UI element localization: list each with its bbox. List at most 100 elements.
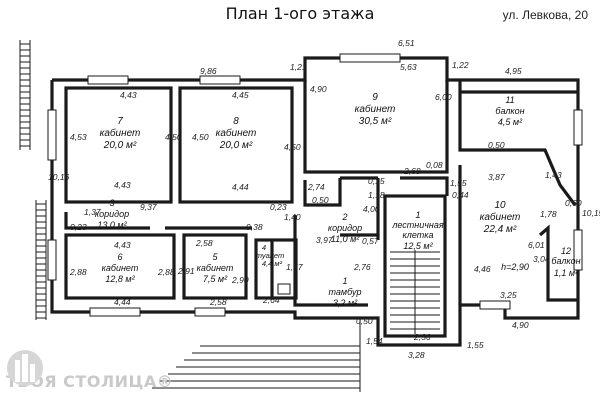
- dimension-label: 4,43: [114, 180, 131, 190]
- room-7-name: кабинет: [100, 127, 141, 139]
- stairwell-name2: клетка: [403, 230, 434, 240]
- dimension-label: 0,44: [452, 190, 469, 200]
- logo-icon: [7, 350, 43, 386]
- dimension-label: 6,00: [435, 92, 452, 102]
- room-4-area: 4,4 м²: [262, 259, 283, 268]
- room-1-area: 3,2 м²: [333, 298, 358, 308]
- room-5-name: кабинет: [197, 263, 234, 273]
- room-3-area: 13,0 м²: [97, 220, 127, 230]
- plan-title: План 1-ого этажа: [225, 4, 375, 23]
- dimension-label: 3,87: [488, 172, 505, 182]
- dimension-label: 1,43: [545, 170, 562, 180]
- room-1-num: 1: [342, 276, 347, 286]
- room-9-name: кабинет: [355, 103, 396, 115]
- dimension-label: 2,91: [177, 266, 195, 276]
- room-9-num: 9: [372, 92, 378, 103]
- room-12-area: 1,1 м²: [554, 268, 579, 278]
- room-12-name: балкон: [551, 256, 580, 266]
- dimension-label: 0,15: [368, 176, 385, 186]
- dimension-label: 2,88: [157, 267, 175, 277]
- room-10-name: кабинет: [480, 211, 521, 223]
- dimension-label: 1,55: [467, 340, 484, 350]
- room-3-name: коридор: [95, 209, 129, 219]
- logo: ТВОЯ СТОЛИЦА®: [6, 346, 173, 391]
- windows: [47, 53, 583, 317]
- dimension-label: 4,46: [474, 264, 491, 274]
- dimension-label: 4,53: [70, 132, 87, 142]
- dimension-label: 0,23: [70, 222, 87, 232]
- dimension-label: 4,50: [192, 132, 209, 142]
- dimension-label: 6,51: [398, 38, 415, 48]
- dimension-label: 2,90: [231, 275, 249, 285]
- room-8-area: 20,0 м²: [219, 140, 253, 151]
- dimension-label: 2,58: [195, 238, 213, 248]
- stairwell-num: 1: [415, 210, 420, 220]
- dimension-label: 4,50: [284, 142, 301, 152]
- address-label: ул. Левкова, 20: [502, 8, 588, 22]
- dimension-label: 5,63: [400, 62, 417, 72]
- exterior-ladder-left: [19, 40, 47, 320]
- dimension-label: 2,68: [403, 166, 421, 176]
- dimension-label: 0,50: [488, 140, 505, 150]
- dimension-label: 4,43: [114, 240, 131, 250]
- room-2-area: 11,0 м²: [331, 234, 361, 244]
- room-5-num: 5: [212, 252, 218, 262]
- room-12-num: 12: [561, 246, 571, 256]
- room-8-num: 8: [233, 116, 239, 127]
- dimension-label: 9,37: [140, 202, 157, 212]
- dimension-label: 2,76: [353, 262, 371, 272]
- room-10-num: 10: [494, 200, 506, 211]
- dimension-label: 4,00: [363, 204, 380, 214]
- dimension-label: 10,15: [582, 208, 600, 218]
- room-9-area: 30,5 м²: [359, 116, 392, 127]
- dimension-label: 0,50: [312, 195, 329, 205]
- room-7-num: 7: [117, 116, 123, 127]
- dimension-label: 1,54: [366, 336, 383, 346]
- dimension-label: 0,57: [362, 236, 379, 246]
- room-10-height: h=2,90: [501, 262, 529, 272]
- dimension-label: 0,60: [565, 198, 582, 208]
- dimension-label: 2,64: [262, 295, 280, 305]
- room-3-num: 3: [109, 198, 114, 208]
- dimension-label: 2,58: [209, 297, 227, 307]
- dimension-label: 4,44: [114, 297, 131, 307]
- stairwell-area: 12,5 м²: [403, 241, 433, 251]
- room-6-num: 6: [117, 252, 122, 262]
- room-2-name: коридор: [328, 223, 362, 233]
- dimension-label: 6,01: [528, 240, 545, 250]
- dimension-label: 4,43: [120, 90, 137, 100]
- room-6-name: кабинет: [102, 263, 139, 273]
- dimension-label: 2,88: [69, 267, 87, 277]
- room-10-area: 22,4 м²: [483, 224, 517, 235]
- room-6-area: 12,8 м²: [105, 274, 135, 284]
- dimension-label: 2,74: [307, 182, 325, 192]
- dimension-label: 4,50: [165, 132, 182, 142]
- dimension-label: 9,86: [200, 66, 217, 76]
- room-8-name: кабинет: [216, 127, 257, 139]
- room-2-num: 2: [341, 212, 347, 222]
- dimension-label: 10,16: [48, 172, 70, 182]
- dimension-label: 1,22: [452, 60, 469, 70]
- dimension-label: 3,97: [316, 235, 333, 245]
- room-1-name: тамбур: [329, 287, 362, 297]
- dimension-label: 4,90: [512, 320, 529, 330]
- dimension-label: 4,95: [505, 66, 522, 76]
- logo-text: ТВОЯ СТОЛИЦА®: [6, 372, 174, 391]
- stair-steps: [390, 250, 440, 334]
- dimension-label: 1,57: [286, 262, 303, 272]
- toilet-fixture: [277, 283, 291, 295]
- dimension-label: 1,37: [84, 207, 101, 217]
- interior-walls: [64, 80, 578, 338]
- dimension-label: 4,44: [232, 182, 249, 192]
- room-5-area: 7,5 м²: [203, 274, 228, 284]
- dimension-label: 4,45: [232, 90, 249, 100]
- room-11-area: 4,5 м²: [498, 117, 523, 127]
- dimension-label: 1,78: [540, 209, 557, 219]
- exterior-walls: [50, 56, 580, 347]
- dimension-label: 9,38: [246, 222, 263, 232]
- dimension-label: 3,28: [408, 350, 425, 360]
- dimension-label: 0,23: [270, 202, 287, 212]
- room-11-num: 11: [505, 95, 514, 105]
